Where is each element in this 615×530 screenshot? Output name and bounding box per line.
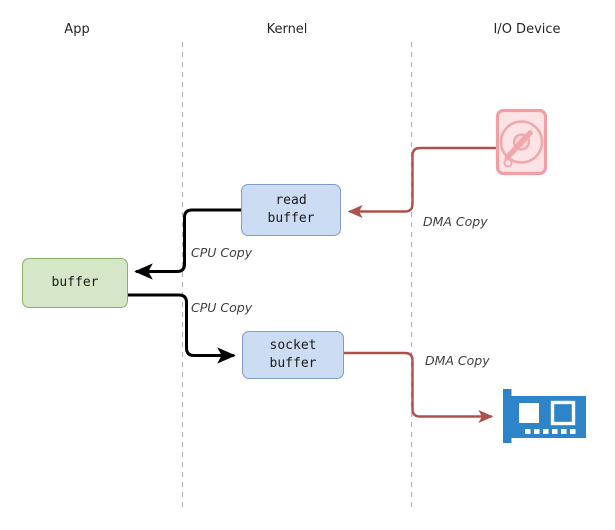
edge-label-dma-copy-1: DMA Copy — [423, 214, 488, 229]
edge-cpu-copy-read-buffer-to-app-buffer — [134, 208, 243, 280]
network-card-icon — [503, 389, 586, 443]
node-socket-buffer: socket buffer — [242, 331, 344, 379]
column-header-kernel: Kernel — [266, 22, 308, 37]
hard-disk-icon — [495, 108, 548, 176]
column-header-app: App — [64, 22, 90, 37]
edge-cpu-copy-app-buffer-to-socket-buffer — [126, 293, 236, 364]
edge-label-cpu-copy-2: CPU Copy — [191, 300, 253, 315]
node-app-buffer: buffer — [22, 258, 128, 308]
node-read-buffer: read buffer — [241, 184, 341, 236]
edge-label-cpu-copy-1: CPU Copy — [191, 245, 253, 260]
column-header-io-device: I/O Device — [493, 22, 561, 37]
edge-dma-copy-disk-to-read-buffer — [347, 146, 499, 219]
edge-dma-copy-socket-buffer-to-nic — [342, 351, 494, 424]
edge-label-dma-copy-2: DMA Copy — [425, 353, 490, 368]
